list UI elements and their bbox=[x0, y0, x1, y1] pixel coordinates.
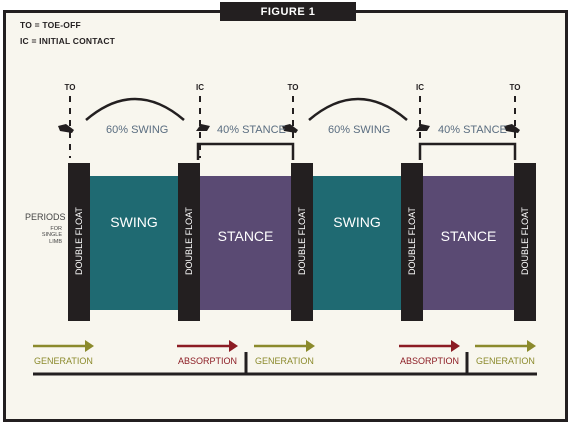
shoe-icon bbox=[416, 124, 430, 131]
generation-arrows bbox=[33, 340, 536, 352]
shoe-icon bbox=[504, 124, 520, 133]
generation-label: GENERATION bbox=[34, 356, 93, 366]
stance-bracket bbox=[196, 142, 295, 160]
event-label-toe-off: TO bbox=[64, 83, 76, 92]
absorption-label: ABSORPTION bbox=[178, 356, 238, 366]
stance-block bbox=[423, 176, 514, 310]
percent-label-stance: 40% STANCE bbox=[217, 124, 286, 136]
periods-label: PERIODS bbox=[25, 212, 66, 222]
double-float-label: DOUBLE FLOAT bbox=[297, 207, 307, 275]
stance-bracket bbox=[418, 142, 517, 160]
swing-block-label: SWING bbox=[110, 214, 158, 230]
timeline-axis bbox=[33, 352, 537, 376]
shoe-icon bbox=[58, 124, 74, 133]
double-float-bar bbox=[401, 163, 423, 321]
double-float-label: DOUBLE FLOAT bbox=[74, 207, 84, 275]
double-float-bar bbox=[514, 163, 536, 321]
double-float-label: DOUBLE FLOAT bbox=[184, 207, 194, 275]
shoe-icon bbox=[282, 124, 298, 133]
stance-block-label: STANCE bbox=[440, 228, 497, 244]
double-float-bar bbox=[68, 163, 90, 321]
legend-to: TO = TOE-OFF bbox=[20, 20, 81, 30]
percent-label-swing: 60% SWING bbox=[106, 124, 169, 136]
shoe-icon bbox=[196, 124, 210, 131]
percent-label-swing: 60% SWING bbox=[328, 124, 391, 136]
swing-block bbox=[90, 176, 178, 310]
shoe-icons bbox=[58, 124, 520, 133]
absorption-label: ABSORPTION bbox=[400, 356, 460, 366]
double-float-bar bbox=[291, 163, 313, 321]
swing-block bbox=[313, 176, 401, 310]
legend-ic: IC = INITIAL CONTACT bbox=[20, 36, 116, 46]
stance-brackets bbox=[196, 142, 517, 160]
event-label-initial-contact: IC bbox=[416, 83, 424, 92]
stance-block-label: STANCE bbox=[217, 228, 274, 244]
swing-arc bbox=[85, 97, 185, 121]
swing-arcs bbox=[85, 97, 408, 121]
event-label-toe-off: TO bbox=[509, 83, 521, 92]
periods-sublabel-line: LIMB bbox=[49, 238, 62, 245]
percent-label-stance: 40% STANCE bbox=[438, 124, 507, 136]
double-float-label: DOUBLE FLOAT bbox=[520, 207, 530, 275]
generation-label: GENERATION bbox=[476, 356, 535, 366]
event-label-initial-contact: IC bbox=[196, 83, 204, 92]
double-float-bar bbox=[178, 163, 200, 321]
generation-label: GENERATION bbox=[255, 356, 314, 366]
periods-sublabel-line: SINGLE bbox=[41, 232, 62, 239]
event-label-toe-off: TO bbox=[287, 83, 299, 92]
double-float-label: DOUBLE FLOAT bbox=[407, 207, 417, 275]
figure-title: FIGURE 1 bbox=[220, 2, 356, 21]
swing-block-label: SWING bbox=[333, 214, 381, 230]
stance-block bbox=[200, 176, 291, 310]
periods-sublabel: FOR SINGLE LIMB bbox=[36, 226, 62, 245]
periods-sublabel-line: FOR bbox=[50, 226, 62, 232]
absorption-arrows bbox=[177, 340, 460, 352]
swing-arc bbox=[308, 97, 408, 121]
